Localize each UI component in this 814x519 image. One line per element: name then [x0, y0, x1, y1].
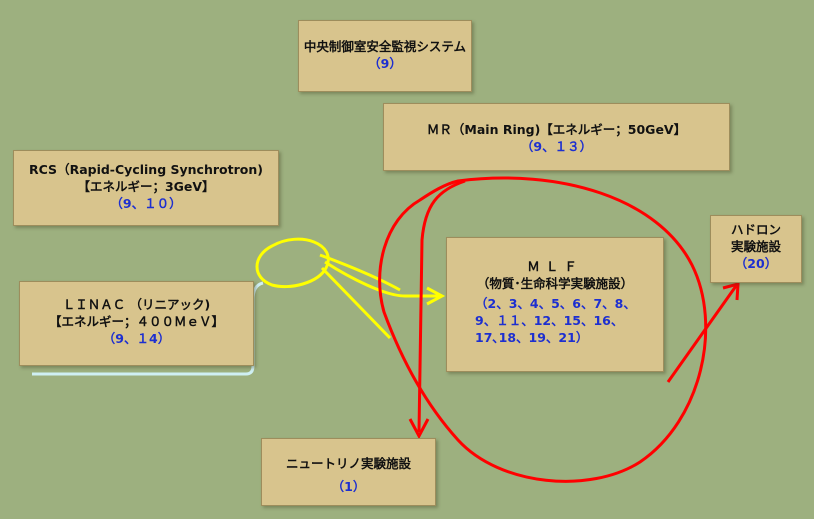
rcs-box: RCS（Rapid-Cycling Synchrotron) 【エネルギー；3G… [13, 150, 279, 226]
mr-title: ＭＲ（Main Ring)【エネルギー；50GeV】 [426, 122, 687, 137]
mr-to-hadron-arrowhead [722, 282, 740, 301]
rcs-ref: （9、１０） [110, 196, 182, 211]
rcs-energy: 【エネルギー；3GeV】 [77, 179, 215, 194]
rcs-to-mlf-arrowhead [426, 286, 446, 306]
rcs-extraction-line [320, 266, 392, 340]
neutrino-ref: （1） [331, 479, 366, 494]
mlf-ref-line: 17､18、19、21） [475, 330, 589, 345]
control-room-ref: （9） [368, 56, 402, 71]
mlf-title: ＭＬＦ [527, 259, 583, 274]
mr-ref: （9、１３） [520, 139, 593, 154]
neutrino-title: ニュートリノ実験施設 [285, 456, 411, 471]
hadron-title: 実験施設 [730, 239, 781, 254]
rcs-to-mlf-arrow-line [324, 260, 440, 298]
mlf-ref-line: 9、１１、12、15、16、 [475, 313, 624, 328]
linac-energy: 【エネルギー；４００ＭｅＶ】 [48, 314, 224, 329]
linac-ref: （9、１4） [102, 331, 171, 346]
linac-box: ＬＩＮＡＣ （リニアック) 【エネルギー；４００ＭｅＶ】 （9、１4） [19, 281, 254, 366]
control-room-box: 中央制御室安全監視システム （9） [298, 20, 472, 92]
mlf-box: ＭＬＦ （物質･生命科学実験施設） （2、3、4、5、6、7、8、 9、１１、1… [446, 237, 664, 372]
mlf-subtitle: （物質･生命科学実験施設） [476, 276, 634, 291]
mr-to-neutrino-arrowhead [408, 418, 430, 440]
linac-title: ＬＩＮＡＣ （リニアック) [62, 297, 211, 312]
hadron-ref: （20） [734, 256, 778, 271]
rcs-to-mr-line [319, 253, 401, 292]
rcs-ring [255, 237, 330, 289]
mlf-ref-line: （2、3、4、5、6、7、8、 [475, 296, 636, 311]
mr-to-hadron-line [666, 285, 738, 383]
hadron-title: ハドロン [730, 222, 781, 237]
hadron-box: ハドロン 実験施設 （20） [710, 215, 802, 283]
neutrino-box: ニュートリノ実験施設 （1） [261, 438, 436, 506]
mr-box: ＭＲ（Main Ring)【エネルギー；50GeV】 （9、１３） [383, 103, 730, 171]
control-room-title: 中央制御室安全監視システム [303, 39, 467, 54]
rcs-title: RCS（Rapid-Cycling Synchrotron) [29, 162, 263, 177]
